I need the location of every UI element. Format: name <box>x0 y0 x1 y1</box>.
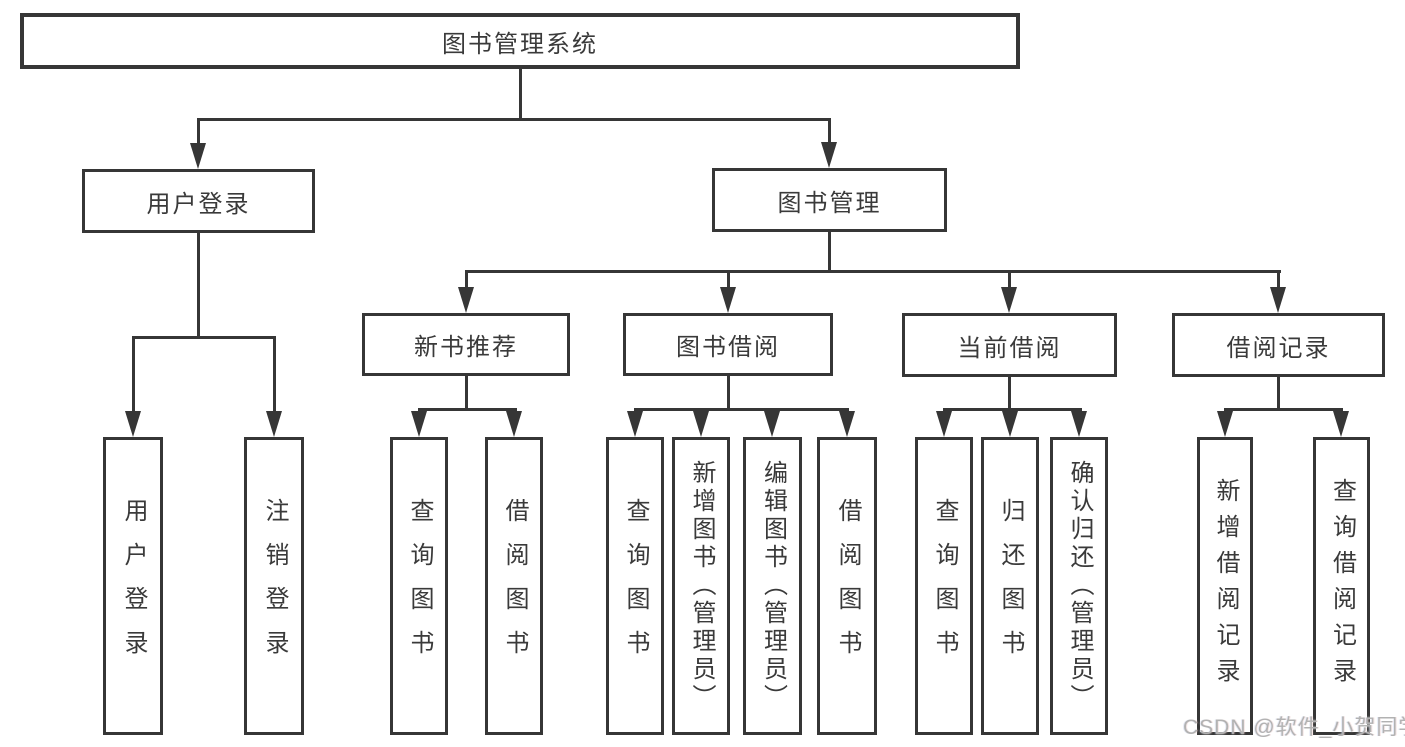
leaf-label: 归还图书 <box>997 498 1024 674</box>
connector-line <box>132 336 276 339</box>
node-new-book-recommendation: 新书推荐 <box>362 313 570 376</box>
arrowhead-down-icon <box>266 411 282 437</box>
leaf-borrow-books-borrowing: 借阅图书 <box>817 437 877 735</box>
leaf-label: 借阅图书 <box>834 498 861 674</box>
node-user-login: 用户登录 <box>82 169 315 233</box>
leaf-label: 借阅图书 <box>501 498 528 674</box>
connector-line <box>197 233 200 339</box>
connector-line <box>943 408 1082 411</box>
arrowhead-down-icon <box>693 411 709 437</box>
leaf-add-books-admin: 新增图书（管理员） <box>672 437 730 735</box>
leaf-label: 新增借阅记录 <box>1212 478 1239 694</box>
leaf-label: 查询借阅记录 <box>1328 478 1356 694</box>
node-label: 图书管理 <box>777 189 882 217</box>
leaf-label: 确认归还（管理员） <box>1066 460 1093 712</box>
node-label: 当前借阅 <box>957 334 1062 362</box>
arrowhead-down-icon <box>1333 411 1349 437</box>
connector-line <box>1277 270 1280 290</box>
connector-line <box>132 336 135 413</box>
connector-line <box>418 408 517 411</box>
arrowhead-down-icon <box>1071 411 1087 437</box>
leaf-query-books-borrowing: 查询图书 <box>606 437 664 735</box>
connector-line <box>197 118 200 146</box>
leaf-query-borrow-record: 查询借阅记录 <box>1313 437 1370 735</box>
connector-line <box>519 69 522 121</box>
arrowhead-down-icon <box>1002 411 1018 437</box>
connector-line <box>1224 408 1343 411</box>
leaf-edit-books-admin: 编辑图书（管理员） <box>743 437 802 735</box>
arrowhead-down-icon <box>839 411 855 437</box>
leaf-label: 用户登录 <box>120 498 147 674</box>
leaf-return-books: 归还图书 <box>981 437 1039 735</box>
arrowhead-down-icon <box>1217 411 1233 437</box>
connector-line <box>1008 377 1011 411</box>
node-current-borrowing: 当前借阅 <box>902 313 1117 377</box>
connector-line <box>727 270 730 290</box>
arrowhead-down-icon <box>764 411 780 437</box>
connector-line <box>1008 270 1011 290</box>
node-label: 借阅记录 <box>1226 334 1331 362</box>
node-label: 图书管理系统 <box>442 30 598 58</box>
node-book-borrowing: 图书借阅 <box>623 313 833 376</box>
node-borrowing-records: 借阅记录 <box>1172 313 1385 377</box>
leaf-label: 查询图书 <box>406 498 433 674</box>
leaf-confirm-return-admin: 确认归还（管理员） <box>1050 437 1108 735</box>
connector-line <box>727 376 730 411</box>
connector-line <box>465 376 468 411</box>
connector-line <box>828 232 831 273</box>
csdn-watermark: CSDN @软件_小贺同学 <box>1183 716 1405 739</box>
leaf-query-books-current: 查询图书 <box>915 437 973 735</box>
connector-line <box>465 270 1281 273</box>
arrowhead-down-icon <box>821 142 837 168</box>
connector-line <box>1277 377 1280 411</box>
arrowhead-down-icon <box>1270 287 1286 313</box>
leaf-query-books-recommend: 查询图书 <box>390 437 448 735</box>
leaf-add-borrow-record: 新增借阅记录 <box>1197 437 1253 735</box>
leaf-user-login: 用户登录 <box>103 437 163 735</box>
arrowhead-down-icon <box>720 287 736 313</box>
arrowhead-down-icon <box>190 143 206 169</box>
leaf-label: 注销登录 <box>261 498 288 674</box>
leaf-label: 查询图书 <box>931 498 958 674</box>
node-label: 用户登录 <box>146 190 251 218</box>
leaf-label: 新增图书（管理员） <box>688 460 715 712</box>
leaf-logout: 注销登录 <box>244 437 304 735</box>
node-label: 新书推荐 <box>414 334 518 361</box>
connector-line <box>273 336 276 413</box>
arrowhead-down-icon <box>1001 287 1017 313</box>
node-label: 图书借阅 <box>676 334 780 361</box>
connector-line <box>828 118 831 146</box>
leaf-label: 查询图书 <box>622 498 649 674</box>
arrowhead-down-icon <box>125 411 141 437</box>
node-book-management: 图书管理 <box>712 168 947 232</box>
arrowhead-down-icon <box>627 411 643 437</box>
connector-line <box>634 408 849 411</box>
arrowhead-down-icon <box>936 411 952 437</box>
node-library-management-system: 图书管理系统 <box>20 13 1020 69</box>
leaf-borrow-books-recommend: 借阅图书 <box>485 437 543 735</box>
arrowhead-down-icon <box>411 411 427 437</box>
connector-line <box>465 270 468 290</box>
leaf-label: 编辑图书（管理员） <box>759 460 787 712</box>
connector-line <box>197 118 831 121</box>
arrowhead-down-icon <box>458 287 474 313</box>
arrowhead-down-icon <box>506 411 522 437</box>
